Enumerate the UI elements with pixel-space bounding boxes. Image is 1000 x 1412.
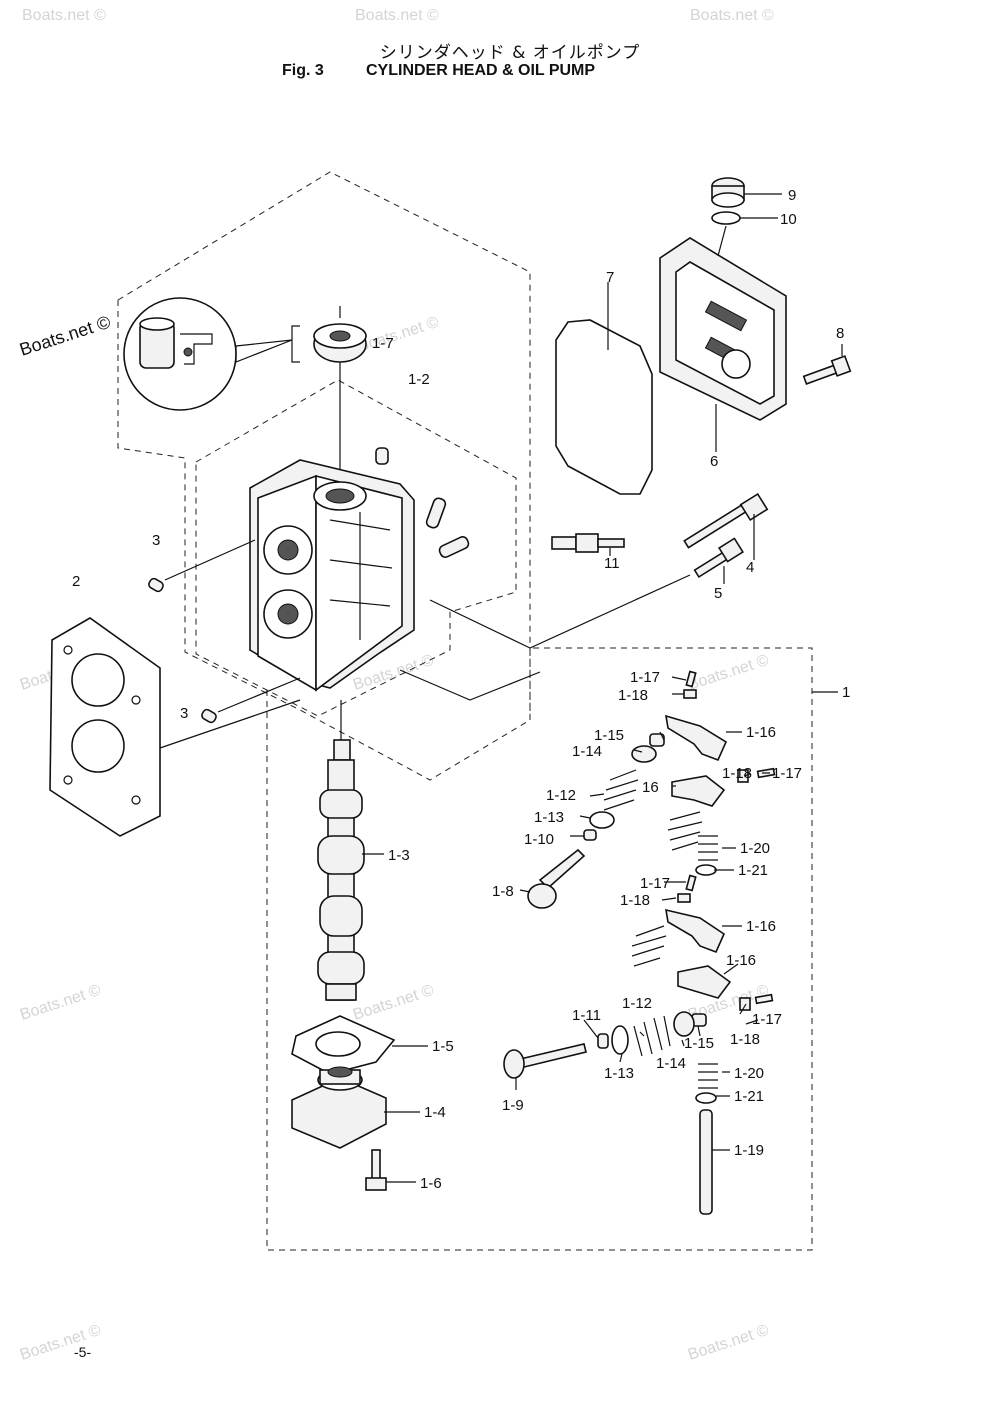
callout-label: 4 <box>746 559 754 576</box>
callout-label: 1-18 <box>730 1031 760 1048</box>
figure-title-japanese: シリンダヘッド & オイルポンプ <box>379 43 641 63</box>
callout-label: 1 <box>842 684 850 701</box>
watermark: Boats.net © <box>686 652 771 694</box>
callout-label: 8 <box>836 325 844 342</box>
valve-train <box>503 670 776 1215</box>
watermark: Boats.net © <box>22 7 106 24</box>
callout-label: 10 <box>780 211 797 228</box>
callout-label: 1-16 <box>726 952 756 969</box>
callout-label: 6 <box>710 453 718 470</box>
callout-label: 1-17 <box>630 669 660 686</box>
callout-label: 1-10 <box>524 831 554 848</box>
watermark: Boats.net © <box>686 1322 771 1364</box>
callout-label: 1-20 <box>734 1065 764 1082</box>
leader-line <box>717 193 782 257</box>
callout-label: 1-16 <box>746 724 776 741</box>
callout-label: 1-11 <box>572 1007 601 1024</box>
callout-label: 9 <box>788 187 796 204</box>
page-number: -5- <box>74 1344 92 1360</box>
callout-label: 1-15 <box>594 727 624 744</box>
callout-label: 1-19 <box>734 1142 764 1159</box>
leader-line <box>340 700 384 855</box>
callout-label: 1-20 <box>740 840 770 857</box>
watermark: Boats.net © <box>356 314 441 356</box>
assembly-boundary-head <box>195 379 517 717</box>
watermark: Boats.net © <box>690 7 774 24</box>
assembly-boundary-1 <box>266 647 813 1251</box>
callout-label: 1-17 <box>752 1011 782 1028</box>
callout-label: 1-12 <box>546 787 576 804</box>
callout-label: 1-21 <box>738 862 768 879</box>
head-cover <box>659 237 787 421</box>
callout-label: 7 <box>606 269 614 286</box>
head-cover-gasket <box>555 319 653 495</box>
callout-label: 1-12 <box>622 995 652 1012</box>
leader-line <box>164 539 301 713</box>
callout-label: 1-18 <box>618 687 648 704</box>
callout-label: 1-18 <box>620 892 650 909</box>
head-gasket <box>49 617 161 837</box>
spark-plug <box>551 533 625 553</box>
callout-label: 1-2 <box>408 371 430 388</box>
dowel-pin <box>201 708 217 724</box>
callout-label: 1-21 <box>734 1088 764 1105</box>
oil-filler-cap <box>711 177 745 208</box>
head-bolt-short <box>693 537 744 579</box>
callout-label: 2 <box>72 573 80 590</box>
callout-label: 1-4 <box>424 1104 446 1121</box>
cylinder-head <box>249 447 470 692</box>
figure-title: Fig. 3 CYLINDER HEAD & OIL PUMP <box>282 62 595 80</box>
oil-pump-gasket <box>291 1015 396 1075</box>
watermark: Boats.net © <box>18 982 103 1024</box>
callout-label: 3 <box>152 532 160 549</box>
bearing-detail <box>123 297 300 411</box>
callout-label: 1-5 <box>432 1038 454 1055</box>
callout-label: 1-6 <box>420 1175 442 1192</box>
leader-line <box>515 676 838 1151</box>
figure-number: Fig. 3 <box>282 62 324 79</box>
leader-line <box>399 514 755 701</box>
oil-pump-bolt <box>365 1149 387 1191</box>
bearing-part <box>313 323 367 363</box>
assembly-boundary-outer <box>117 171 531 781</box>
callout-labels: 9 10 7 8 6 1-7 1-2 3 2 11 4 5 1 1-17 1-1… <box>72 187 850 1192</box>
callout-label: 5 <box>714 585 722 602</box>
camshaft <box>317 739 365 1001</box>
callout-label: 1-18 <box>722 765 752 782</box>
callout-label: 1-9 <box>502 1097 524 1114</box>
callout-label: 1-17 <box>640 875 670 892</box>
callout-label: 16 <box>642 779 659 796</box>
dowel-pin <box>148 577 164 593</box>
callout-label: 11 <box>604 555 620 572</box>
callout-label: 1-16 <box>746 918 776 935</box>
callout-label: 1-13 <box>534 809 564 826</box>
callout-label: 1-7 <box>372 335 394 352</box>
watermark: Boats.net © <box>17 312 113 360</box>
oil-cap-washer <box>711 211 741 225</box>
watermark: Boats.net © <box>351 982 436 1024</box>
callout-label: 1-14 <box>656 1055 686 1072</box>
watermark: Boats.net © <box>355 7 439 24</box>
callout-label: 1-15 <box>684 1035 714 1052</box>
callout-label: 3 <box>180 705 188 722</box>
callout-label: 1-14 <box>572 743 602 760</box>
cover-bolt <box>802 355 852 385</box>
callout-label: 1-13 <box>604 1065 634 1082</box>
figure-title-english: CYLINDER HEAD & OIL PUMP <box>366 62 596 79</box>
callout-label: 1-17 <box>772 765 802 782</box>
head-bolt-long <box>683 492 769 549</box>
oil-pump <box>291 1066 387 1149</box>
leader-line <box>159 699 301 749</box>
callout-label: 1-8 <box>492 883 514 900</box>
callout-label: 1-3 <box>388 847 410 864</box>
